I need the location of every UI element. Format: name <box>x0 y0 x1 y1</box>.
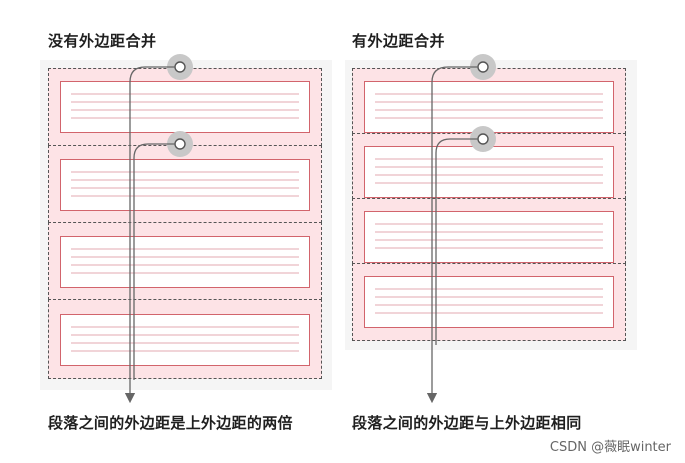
right-marker-1 <box>477 61 489 73</box>
left-arrow-2 <box>133 143 175 380</box>
left-marker-2 <box>174 138 186 150</box>
left-margin-box-3 <box>48 222 322 300</box>
left-arrow-1 <box>124 66 175 404</box>
left-title: 没有外边距合并 <box>48 32 157 50</box>
right-margin-box-4 <box>352 263 626 341</box>
left-marker-1 <box>174 61 186 73</box>
left-caption: 段落之间的外边距是上外边距的两倍 <box>48 414 293 432</box>
left-margin-box-2 <box>48 145 322 223</box>
left-paragraph-4 <box>60 314 310 366</box>
right-marker-2 <box>477 133 489 145</box>
right-paragraph-2 <box>364 146 614 198</box>
left-margin-box-1 <box>48 68 322 146</box>
right-arrow-1 <box>426 66 478 404</box>
right-title: 有外边距合并 <box>352 32 446 50</box>
left-paragraph-3 <box>60 236 310 288</box>
left-margin-box-4 <box>48 299 322 379</box>
watermark: CSDN @薇眠winter <box>549 440 671 455</box>
right-paragraph-3 <box>364 211 614 263</box>
right-margin-box-3 <box>352 198 626 264</box>
right-caption: 段落之间的外边距与上外边距相同 <box>352 414 582 432</box>
left-paragraph-2 <box>60 159 310 211</box>
right-arrow-2 <box>435 138 478 345</box>
right-margin-box-1 <box>352 68 626 134</box>
right-paragraph-4 <box>364 276 614 328</box>
